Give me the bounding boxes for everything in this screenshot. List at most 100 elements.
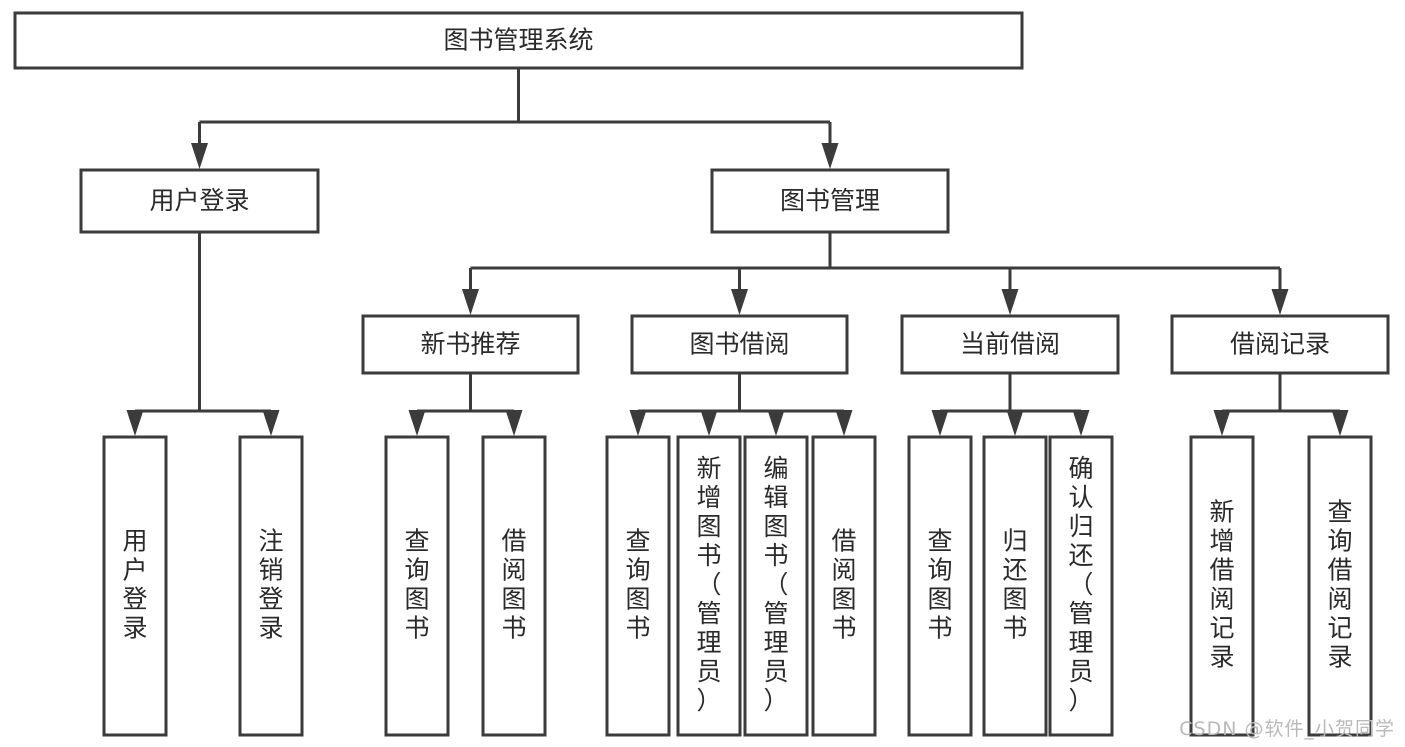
node-label-char: 增: [1209, 527, 1234, 556]
node-label-char: 管: [696, 599, 721, 628]
node-label-char: 员: [696, 657, 721, 686]
node-label-char: 书: [927, 614, 952, 643]
node-box: [630, 314, 849, 375]
node-label-char: 新: [696, 454, 721, 483]
node-l3-current[interactable]: 当前借阅: [900, 314, 1120, 375]
node-label: 借阅记录: [1230, 330, 1330, 359]
node-label-char: 阅: [501, 556, 526, 585]
node-label-char: 查: [1327, 498, 1352, 527]
arrow-head-icon: [1213, 410, 1231, 436]
node-label-char: 阅: [831, 556, 856, 585]
node-label-char: 注: [258, 527, 283, 556]
node-label-char: 图: [1002, 585, 1027, 614]
node-box: [1170, 314, 1390, 375]
arrow-head-icon: [931, 410, 949, 436]
node-leaf-user-login[interactable]: 用户登录: [102, 435, 168, 737]
node-label-char: 员: [763, 657, 788, 686]
node-label-char: 管: [1068, 599, 1093, 628]
arrow-head-icon: [700, 410, 718, 436]
nodes-layer: 图书管理系统用户登录图书管理新书推荐图书借阅当前借阅借阅记录用户登录注销登录查询…: [13, 11, 1390, 737]
node-label-char: 理: [763, 628, 788, 657]
node-label-char: 询: [927, 556, 952, 585]
node-label-char: 新: [1209, 498, 1234, 527]
node-label-char: 图: [696, 512, 721, 541]
node-box: [79, 168, 320, 234]
arrow-head-icon: [1271, 289, 1289, 315]
node-label-char: 录: [1209, 643, 1234, 672]
arrow-head-icon: [821, 143, 839, 169]
node-root[interactable]: 图书管理系统: [13, 11, 1024, 70]
node-label-char: 询: [404, 556, 429, 585]
node-label: 图书管理: [780, 186, 880, 215]
node-label-char: 阅: [1327, 585, 1352, 614]
arrow-head-icon: [126, 410, 144, 436]
node-label: 图书管理系统: [443, 26, 593, 55]
node-label-char: 还: [1068, 541, 1093, 570]
node-label-char: 询: [625, 556, 650, 585]
node-l3-record[interactable]: 借阅记录: [1170, 314, 1390, 375]
node-label-char: 登: [122, 585, 147, 614]
node-box: [13, 11, 1024, 70]
node-label-char: 员: [1068, 657, 1093, 686]
node-label-char: 归: [1068, 512, 1093, 541]
node-label-char: 书: [1002, 614, 1027, 643]
node-label-char: 书: [625, 614, 650, 643]
node-box: [982, 435, 1048, 737]
node-label-char: 查: [927, 527, 952, 556]
node-label-char: 销: [258, 556, 283, 585]
node-label-char: 录: [1327, 643, 1352, 672]
node-box: [710, 168, 950, 234]
node-box: [900, 314, 1120, 375]
node-label-char: 书: [763, 541, 788, 570]
node-box: [361, 314, 580, 375]
node-label: 用户登录: [149, 186, 249, 215]
node-label-char: 登: [258, 585, 283, 614]
node-label-char: 借: [1209, 556, 1234, 585]
node-label-char: 图: [501, 585, 526, 614]
node-label-char: 图: [625, 585, 650, 614]
node-label-char: 辑: [763, 483, 788, 512]
node-label-char: （: [696, 570, 721, 599]
node-box: [676, 435, 742, 737]
node-label-char: 用: [122, 527, 147, 556]
node-label-char: 图: [404, 585, 429, 614]
node-label-char: 编: [763, 454, 788, 483]
node-l2-book[interactable]: 图书管理: [710, 168, 950, 234]
node-l3-new[interactable]: 新书推荐: [361, 314, 580, 375]
node-label-char: 阅: [1209, 585, 1234, 614]
arrow-head-icon: [408, 410, 426, 436]
node-box: [605, 435, 671, 737]
node-l2-user[interactable]: 用户登录: [79, 168, 320, 234]
arrow-head-icon: [505, 410, 523, 436]
arrow-head-icon: [262, 410, 280, 436]
node-label-char: ）: [763, 686, 788, 715]
arrow-head-icon: [1001, 289, 1019, 315]
node-box: [743, 435, 809, 737]
arrow-head-icon: [462, 289, 479, 315]
node-box: [1048, 435, 1114, 737]
node-box: [1189, 435, 1255, 737]
node-label-char: 询: [1327, 527, 1352, 556]
node-label-char: 归: [1002, 527, 1027, 556]
node-label-char: 借: [1327, 556, 1352, 585]
arrow-head-icon: [1331, 410, 1349, 436]
node-box: [384, 435, 450, 737]
node-label-char: 查: [404, 527, 429, 556]
node-label-char: 录: [258, 614, 283, 643]
node-l3-borrow[interactable]: 图书借阅: [630, 314, 849, 375]
node-label-char: 管: [763, 599, 788, 628]
